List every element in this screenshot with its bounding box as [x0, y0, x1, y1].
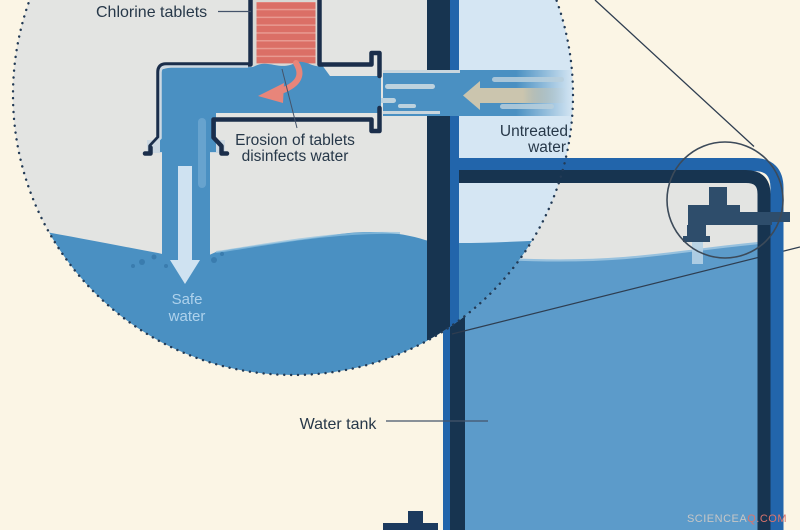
watermark: SCIENCEAQ.COM: [687, 513, 787, 525]
untreated-water-label-line1: Untreated: [500, 123, 568, 140]
magnifier-callout-line-lower: [451, 246, 800, 335]
watermark-gray: SCIENCEA: [687, 513, 747, 525]
magnified-wall-dark: [427, 0, 450, 340]
erosion-callout-line: [281, 68, 298, 129]
watermark-red: Q.COM: [747, 513, 787, 525]
safe-water-label-line1: Safe: [172, 291, 203, 308]
untreated-water-label-line2: water: [527, 139, 566, 156]
tap-water-stream: [692, 242, 703, 264]
chlorinator-assembly: [142, 0, 382, 262]
tap-body: [688, 205, 790, 225]
tank-left-wall-outer: [443, 300, 450, 530]
tank-left-wall-inner: [450, 300, 465, 530]
erosion-arrow-icon: [258, 60, 303, 103]
tap-handle: [709, 187, 727, 206]
tank-frame: [459, 158, 784, 530]
tank-frame-bright: [459, 158, 784, 530]
tap-icon: [683, 187, 790, 264]
inflow-pipe-top-edge: [383, 70, 460, 73]
safe-water-arrow-icon: [170, 166, 200, 284]
untreated-flow-arrow: [463, 77, 566, 110]
erosion-label-line1: Erosion of tablets: [235, 132, 355, 149]
bottom-pipe-fitting-icon: [383, 511, 438, 530]
tap-highlight-circle: [666, 141, 784, 259]
tap-spout-collar: [683, 236, 710, 242]
erosion-label-line2: disinfects water: [242, 148, 349, 165]
tank-water: [443, 241, 783, 530]
magnified-wall-bright: [450, 0, 459, 340]
stream-streak: [198, 118, 206, 188]
magnifier-dotted-ring: [11, 0, 575, 377]
pipe-inner-light-edge: [151, 65, 248, 148]
water-droplets: [131, 252, 224, 268]
tank-frame-dark: [459, 170, 771, 530]
magnifier-callout-line-upper: [594, 0, 755, 147]
chlorine-tablets-label: Chlorine tablets: [96, 4, 207, 21]
pool-surface-highlight: [215, 231, 401, 253]
chlorine-tablet-stack: [256, 2, 316, 64]
water-tank-label: Water tank: [300, 416, 378, 433]
tap-spout: [687, 225, 706, 238]
inflow-pipe-bottom-edge: [383, 111, 440, 114]
pipe-outline: [142, 0, 382, 156]
safe-water-label-line2: water: [168, 308, 206, 325]
